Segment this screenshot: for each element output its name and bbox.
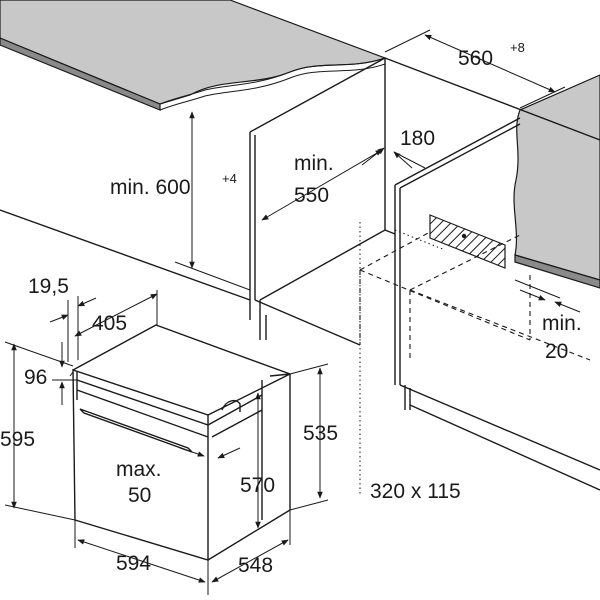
label-dim-595: 595 [0,428,35,451]
dimension-labels: 560 +8 min. 600 +4 min. 550 180 min. 20 … [0,40,582,577]
label-max-50-line2: 50 [128,484,151,507]
label-dim-594: 594 [116,552,151,575]
label-min-550-line1: min. [294,152,334,175]
countertop-left [0,0,387,111]
label-dim-548: 548 [238,554,273,577]
label-niche-height: min. 600 [110,176,191,199]
label-vent-size: 320 x 115 [370,480,461,503]
label-dim-570: 570 [240,474,275,497]
label-min-20-line1: min. [542,312,582,335]
label-min-550-line2: 550 [294,184,329,207]
oven-body [69,324,292,561]
cabinet-right-panel [384,57,600,491]
niche-outline-dashed [359,222,591,495]
label-min-20-line2: 20 [545,340,568,363]
countertop-right [513,74,600,289]
label-dim-535: 535 [303,422,338,445]
label-niche-width-tolerance: +8 [510,40,525,55]
label-dim-405: 405 [92,312,127,335]
label-niche-height-tolerance: +4 [222,171,237,186]
label-max-50-line1: max. [116,458,162,481]
dimension-lines [4,29,581,595]
cabinet-left-panel [0,57,396,346]
label-niche-width: 560 [458,47,493,70]
vent-opening [429,214,506,269]
label-dim-96: 96 [24,366,47,389]
label-depth-180: 180 [400,127,435,150]
label-dim-19-5: 19,5 [28,275,69,298]
